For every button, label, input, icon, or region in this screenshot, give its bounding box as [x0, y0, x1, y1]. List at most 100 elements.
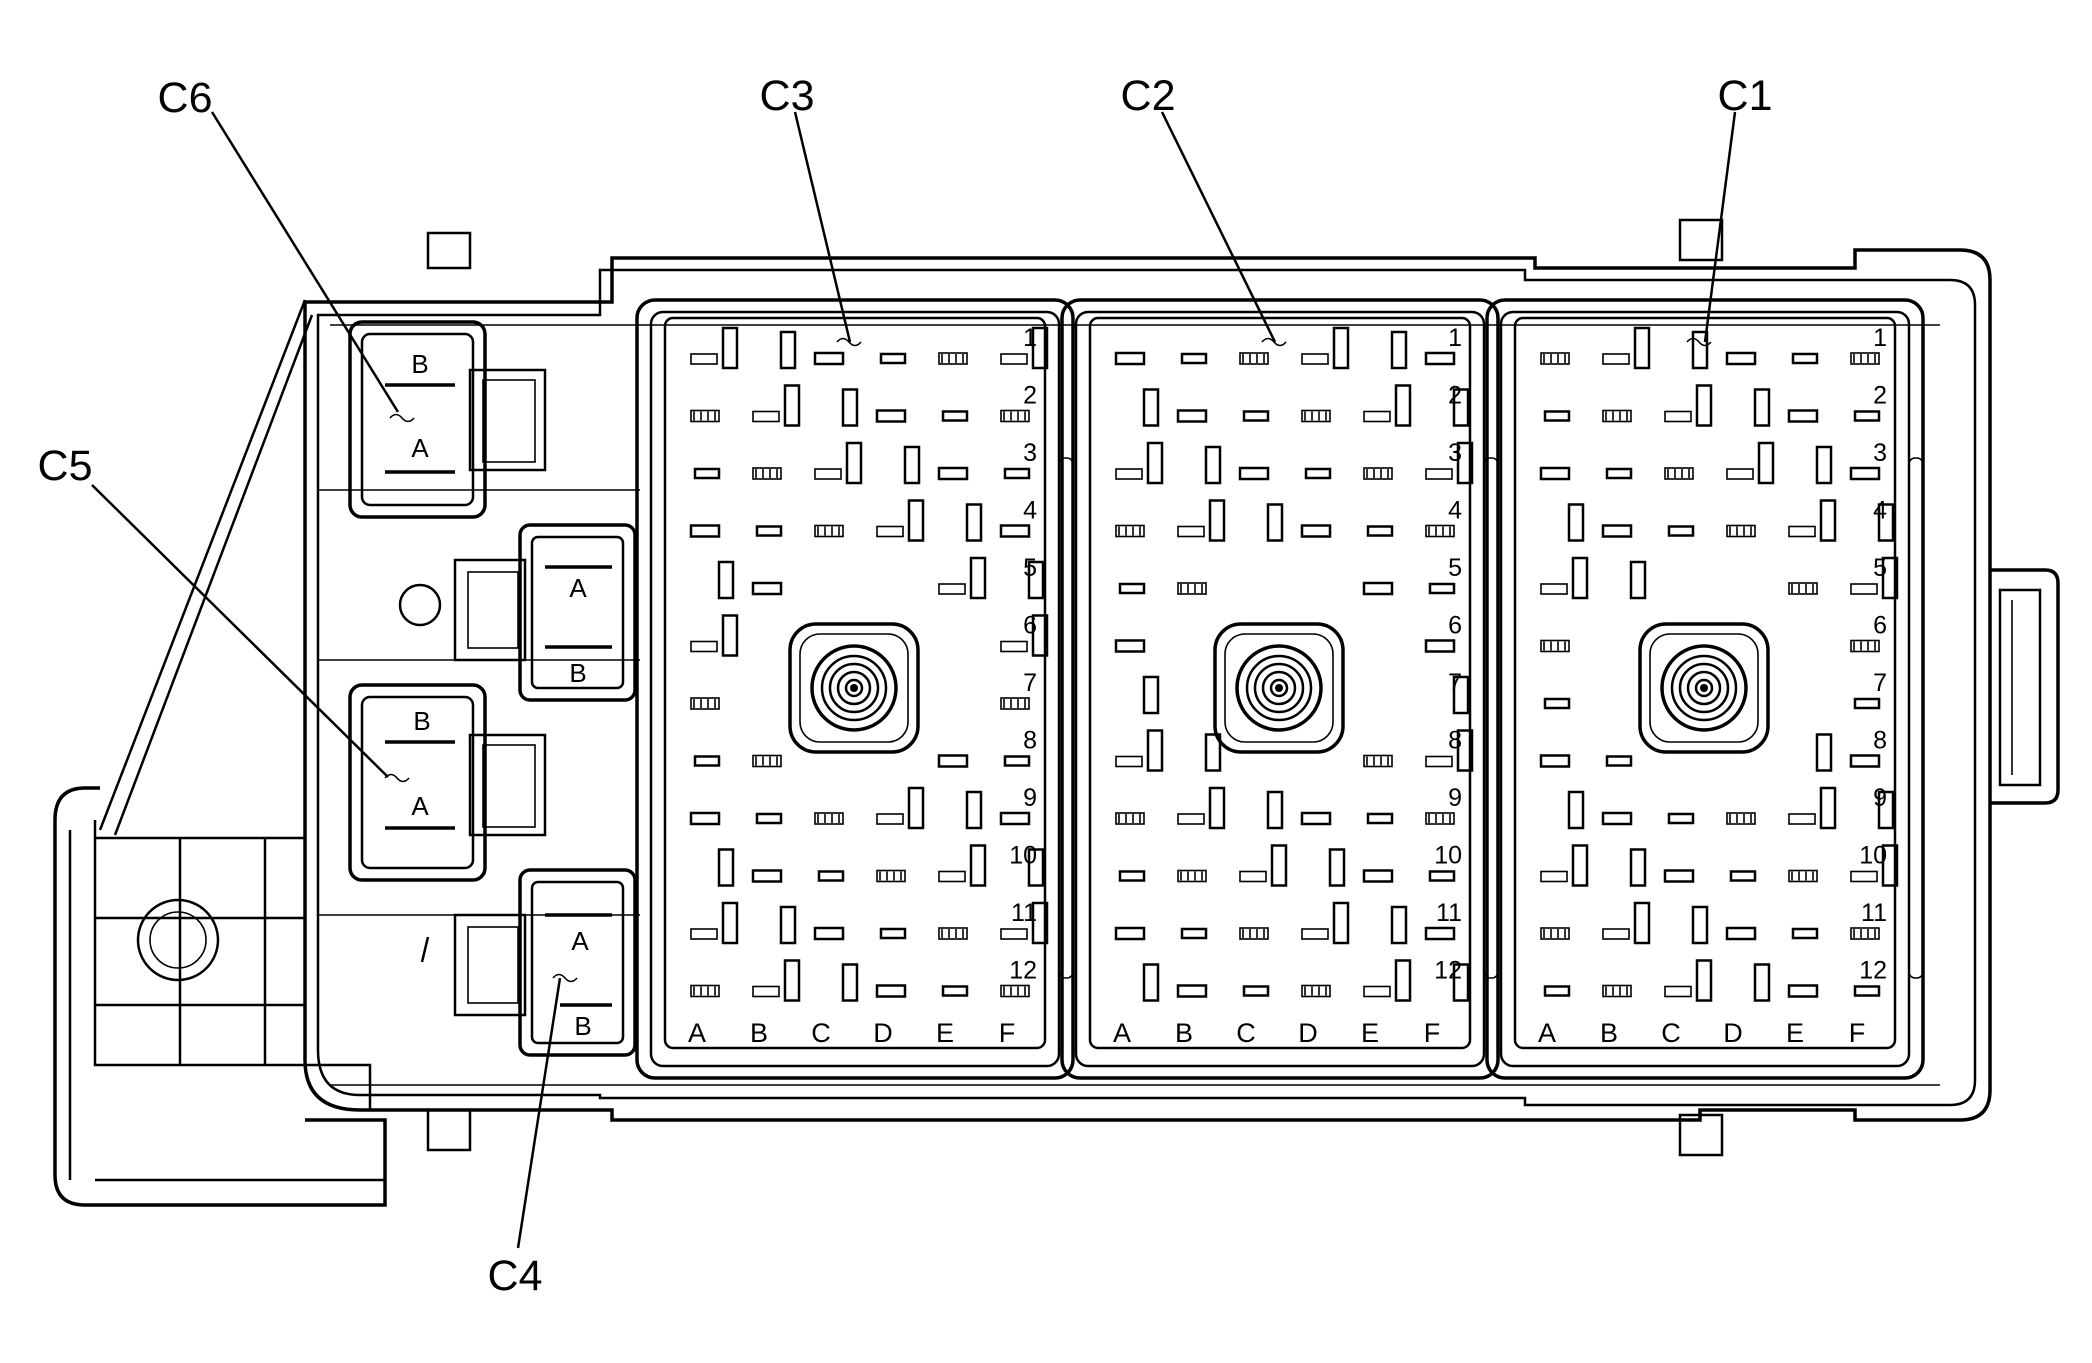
c2-terminal — [1363, 467, 1393, 480]
c2-terminal-tall — [1390, 905, 1408, 945]
c3-terminal — [752, 467, 782, 480]
c1-terminal — [1791, 927, 1819, 940]
c1-terminal — [1664, 410, 1692, 423]
c3-terminal — [752, 754, 782, 768]
c3-terminal — [755, 525, 783, 537]
c3-terminal — [814, 812, 844, 825]
c3-row-label: 12 — [1009, 957, 1037, 985]
c2-guide-rail — [1483, 457, 1499, 979]
c1-bolt-boss-inner — [1649, 633, 1759, 743]
c3-guide-rail — [1058, 457, 1074, 979]
c1-terminal — [1849, 466, 1881, 481]
c1-terminal-tall — [1629, 560, 1647, 600]
c2-terminal — [1363, 410, 1391, 423]
c2-bolt-ring-2 — [1245, 654, 1313, 722]
c2-terminal-tall — [1332, 326, 1350, 370]
c2-terminal — [1114, 639, 1146, 653]
c3-terminal — [1000, 409, 1030, 423]
c2-row-label: 10 — [1434, 842, 1462, 870]
c3-column-label: D — [873, 1018, 893, 1048]
c1-terminal — [1539, 466, 1571, 481]
c2-terminal — [1114, 351, 1146, 366]
c3-terminal-tall — [907, 786, 925, 830]
c3-row-label: 5 — [1023, 554, 1037, 582]
c1-terminal-tall — [1691, 905, 1709, 945]
c4-cavity-top-label: A — [571, 926, 589, 956]
c2-terminal-tall — [1456, 441, 1474, 485]
c1-terminal-tall — [1881, 844, 1899, 887]
c1-terminal — [1605, 755, 1633, 767]
c1-column-label: E — [1786, 1018, 1804, 1048]
c3-terminal — [875, 409, 907, 423]
c2-leader-line — [1160, 111, 1277, 343]
c1-terminal — [1539, 754, 1571, 768]
c3-terminal-tall — [1031, 614, 1049, 657]
callout-c2: C2 — [1121, 72, 1176, 120]
c1-terminal — [1726, 524, 1756, 538]
callout-c5: C5 — [38, 442, 93, 490]
c3-terminal-tall — [717, 848, 735, 887]
c1-terminal-tall — [1633, 901, 1651, 945]
c2-terminal — [1177, 813, 1205, 825]
c1-terminal — [1540, 639, 1570, 653]
c3-terminal — [689, 524, 721, 538]
c3-terminal — [938, 870, 966, 883]
c3-terminal — [817, 870, 845, 882]
c3-terminal — [690, 409, 720, 423]
c3-column-label: C — [811, 1018, 831, 1048]
c2-terminal — [1238, 466, 1270, 481]
c1-column-label: F — [1849, 1018, 1866, 1048]
c1-terminal — [1791, 352, 1819, 365]
c2-row-label: 5 — [1448, 554, 1462, 582]
c1-terminal — [1788, 525, 1816, 538]
c1-bolt-ring-1 — [1660, 644, 1748, 732]
c3-terminal — [999, 524, 1031, 538]
c2-column-label: B — [1175, 1018, 1193, 1048]
c1-terminal — [1602, 984, 1632, 998]
c1-row-label: 12 — [1859, 957, 1887, 985]
c5-cavity-top-label: B — [413, 706, 430, 736]
c2-terminal-tall — [1208, 786, 1226, 830]
c3-bolt-boss-inner — [799, 633, 909, 743]
c1-terminal-tall — [1695, 959, 1713, 1002]
c3-terminal — [876, 525, 904, 538]
c1-terminal — [1849, 754, 1881, 768]
c1-terminal-tall — [1629, 848, 1647, 887]
c3-bolt-center — [850, 684, 858, 692]
c3-terminal — [941, 410, 969, 422]
c1-terminal-tall — [1753, 963, 1771, 1002]
c3-terminal — [941, 985, 969, 997]
c3-terminal — [814, 468, 842, 480]
c2-terminal-face — [1088, 316, 1472, 1050]
c5-leader-line — [91, 484, 389, 778]
c3-terminal-tall — [1027, 848, 1045, 887]
c2-terminal-tall — [1142, 675, 1160, 715]
c6-cavity-bottom-label: A — [411, 433, 429, 463]
c2-terminal — [1115, 524, 1145, 538]
c1-terminal — [1602, 409, 1632, 423]
c2-row-label: 6 — [1448, 612, 1462, 640]
c3-terminal — [752, 410, 780, 423]
c1-terminal-tall — [1757, 441, 1775, 485]
c3-terminal — [879, 927, 907, 940]
c3-terminal-tall — [965, 503, 983, 542]
c2-terminal-tall — [1208, 499, 1226, 542]
c2-row-label: 4 — [1448, 497, 1462, 525]
c3-column-label: A — [688, 1018, 706, 1048]
c2-terminal-tall — [1146, 729, 1164, 772]
c1-terminal — [1853, 697, 1881, 710]
c1-leader-line — [1703, 111, 1737, 343]
c2-row-label: 11 — [1436, 899, 1462, 927]
c3-row-label: 6 — [1023, 612, 1037, 640]
connector-c5: B A — [348, 683, 547, 882]
c1-terminal — [1664, 985, 1692, 998]
housing-outline — [53, 218, 2060, 1207]
c3-terminal — [1003, 467, 1031, 480]
c3-row-label: 7 — [1023, 669, 1037, 697]
c1-terminal — [1667, 525, 1695, 537]
c2-terminal — [1118, 582, 1146, 595]
connector-c4: A B — [420, 868, 637, 1057]
c2-terminal — [1176, 409, 1208, 423]
